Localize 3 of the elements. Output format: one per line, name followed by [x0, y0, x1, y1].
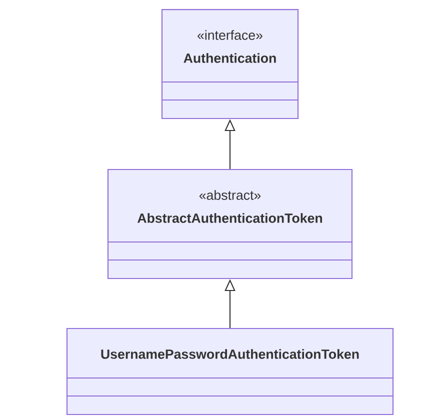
- class-box: UsernamePasswordAuthenticationToken: [66, 328, 394, 416]
- class-box: «interface» Authentication: [161, 9, 299, 120]
- class-box: «abstract» AbstractAuthenticationToken: [107, 169, 353, 280]
